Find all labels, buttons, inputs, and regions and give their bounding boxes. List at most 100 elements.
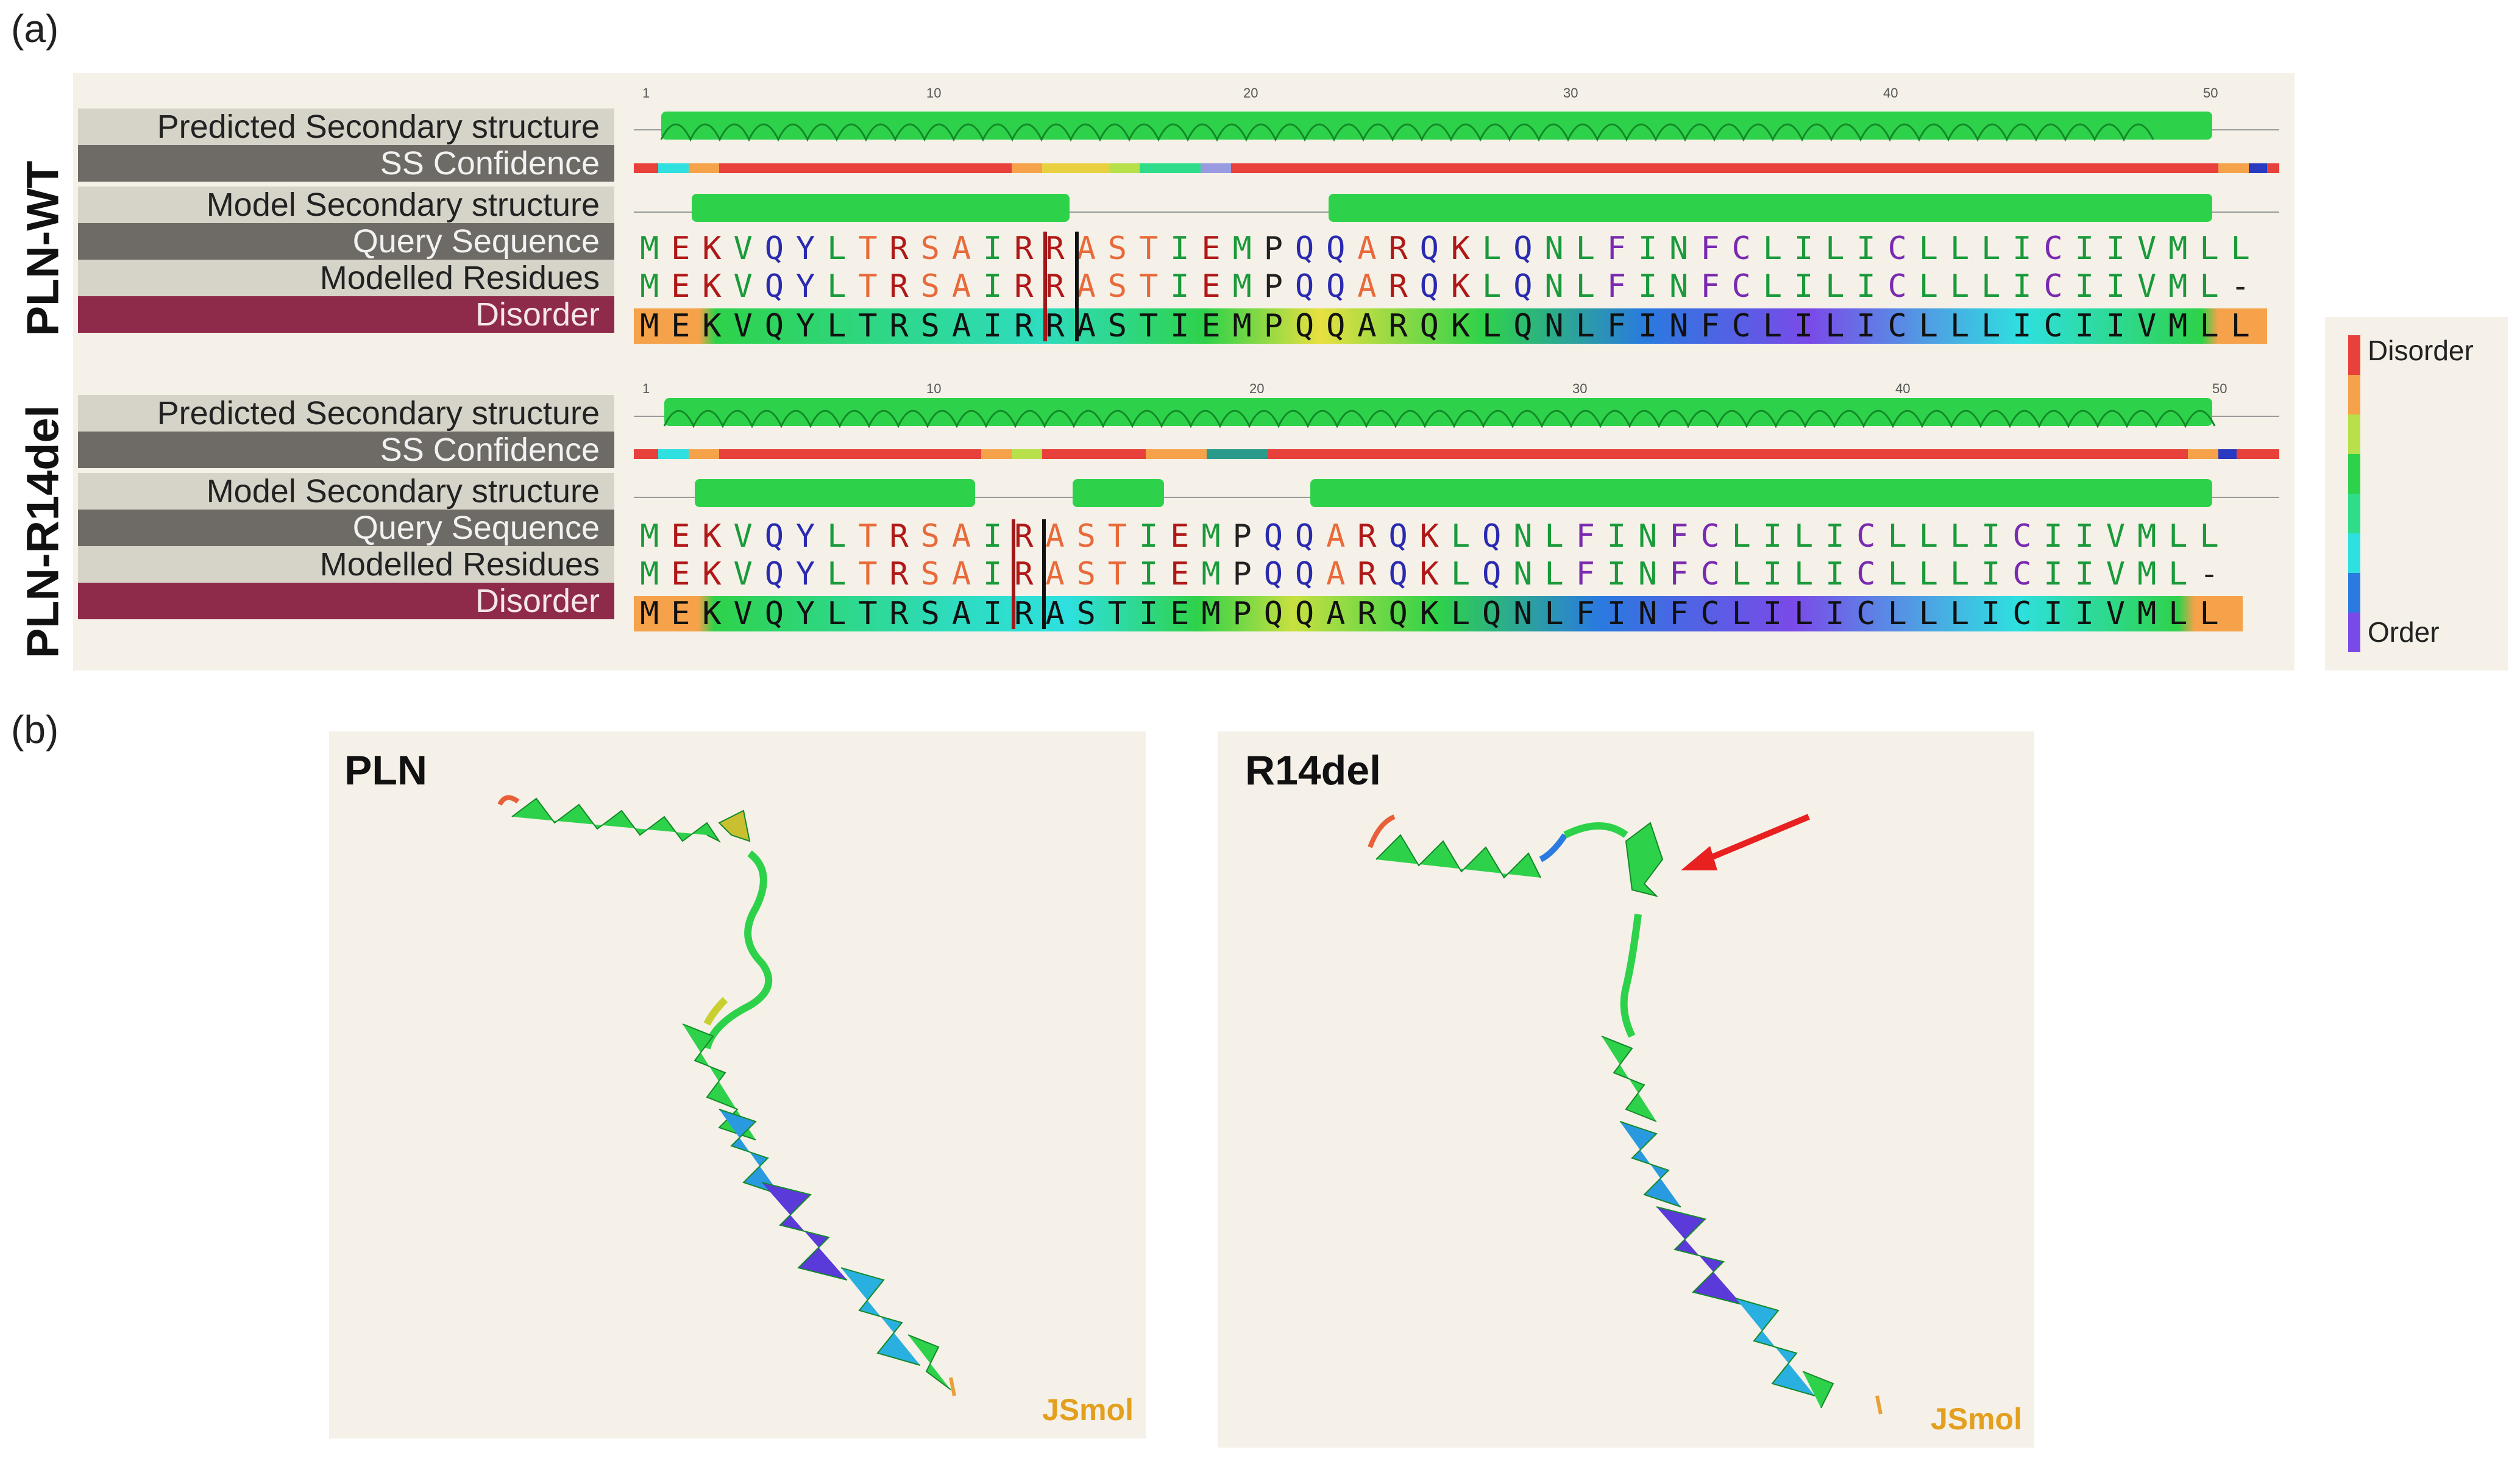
residue: L: [1950, 595, 1970, 632]
residue: L: [1731, 556, 1751, 592]
residue: A: [1076, 268, 1096, 305]
residue: V: [733, 595, 753, 632]
ruler-tick: 30: [1572, 381, 1588, 396]
residue: L: [1544, 595, 1564, 632]
row-label-disorder: Disorder: [78, 296, 614, 333]
residue: P: [1232, 595, 1252, 632]
row-label-query: Query Sequence: [78, 223, 614, 260]
residue: I: [1170, 268, 1190, 305]
residue: C: [1700, 595, 1720, 632]
residue: T: [1107, 556, 1127, 592]
residue: K: [1419, 518, 1439, 555]
residue: C: [1731, 230, 1751, 267]
residue: M: [1201, 595, 1221, 632]
legend-color-bar: [2348, 335, 2360, 652]
residue: L: [1575, 268, 1595, 305]
ruler-tick: 50: [2203, 85, 2218, 101]
residue: S: [920, 230, 940, 267]
residue: -: [2231, 268, 2250, 305]
residue: V: [2137, 268, 2157, 305]
residue: A: [1357, 268, 1377, 305]
residue: F: [1700, 268, 1720, 305]
r14-highlight-wt: [1043, 232, 1079, 341]
residue: L: [1950, 308, 1970, 344]
residue: T: [1107, 518, 1127, 555]
residue: M: [639, 556, 659, 592]
residue: M: [2168, 230, 2188, 267]
residue: Q: [764, 308, 784, 344]
residue: L: [1950, 518, 1970, 555]
residue: M: [2168, 268, 2188, 305]
residue: A: [1045, 518, 1065, 555]
residue: N: [1638, 518, 1658, 555]
residue: Q: [1326, 230, 1346, 267]
residue: I: [1606, 518, 1627, 555]
residue: S: [1076, 518, 1096, 555]
residue: P: [1263, 268, 1283, 305]
residue: S: [1076, 595, 1096, 632]
residue: M: [2137, 556, 2157, 592]
residue: L: [1482, 308, 1502, 344]
residue: Q: [1388, 595, 1408, 632]
row-label-disorder: Disorder: [78, 583, 614, 619]
residue: I: [1856, 230, 1876, 267]
residue: Q: [764, 230, 784, 267]
residue: I: [1638, 308, 1658, 344]
residue: Q: [1388, 556, 1408, 592]
residue: R: [1388, 268, 1408, 305]
residue: R: [889, 518, 909, 555]
residue: L: [1450, 595, 1471, 632]
residue: I: [2012, 230, 2032, 267]
jsmol-watermark: JSmol: [1042, 1393, 1134, 1427]
residue: F: [1606, 230, 1627, 267]
residue: A: [1326, 595, 1346, 632]
residue: C: [2012, 518, 2032, 555]
residue: L: [1544, 518, 1564, 555]
residue: A: [1326, 556, 1346, 592]
ruler-tick: 10: [926, 381, 942, 396]
residue: L: [1794, 518, 1814, 555]
residue: E: [671, 268, 690, 305]
residue: Q: [1513, 268, 1533, 305]
residue: N: [1669, 230, 1689, 267]
residue: V: [733, 556, 753, 592]
residue: I: [1825, 518, 1845, 555]
ruler-tick: 20: [1243, 85, 1258, 101]
residue: T: [858, 595, 878, 632]
disorder-gradient-wt: [634, 308, 2267, 344]
row-label-modelled: Modelled Residues: [78, 546, 614, 583]
residue: I: [1794, 308, 1814, 344]
residue: Q: [1482, 556, 1502, 592]
residue: Q: [1263, 595, 1283, 632]
r14-highlight-r14del: [1012, 519, 1046, 629]
predicted-helix-r14del: [634, 398, 2279, 428]
residue: Q: [1326, 268, 1346, 305]
residue: S: [920, 268, 940, 305]
residue: Q: [1419, 268, 1439, 305]
residue: C: [2043, 268, 2063, 305]
residue: M: [1232, 308, 1252, 344]
residue: C: [2012, 595, 2032, 632]
residue: I: [1794, 230, 1814, 267]
residue: Q: [764, 268, 784, 305]
residue: I: [983, 595, 1003, 632]
residue: M: [1232, 230, 1252, 267]
residue: R: [1388, 308, 1408, 344]
ruler-tick: 40: [1895, 381, 1911, 396]
residue: M: [1201, 556, 1221, 592]
residue: I: [983, 556, 1003, 592]
residue: L: [1762, 308, 1782, 344]
residue: K: [1450, 308, 1471, 344]
jsmol-viewer-r14del[interactable]: R14del JSmol: [1218, 731, 2034, 1448]
residue: Q: [1294, 308, 1315, 344]
model-helix-wt: [634, 194, 2279, 222]
residue: L: [1887, 556, 1907, 592]
residue: A: [1357, 308, 1377, 344]
residue: I: [1762, 518, 1782, 555]
residue: L: [2168, 556, 2188, 592]
residue: I: [2075, 595, 2094, 632]
jsmol-viewer-pln[interactable]: PLN JSmol: [329, 731, 1146, 1438]
residue: I: [1981, 518, 2001, 555]
